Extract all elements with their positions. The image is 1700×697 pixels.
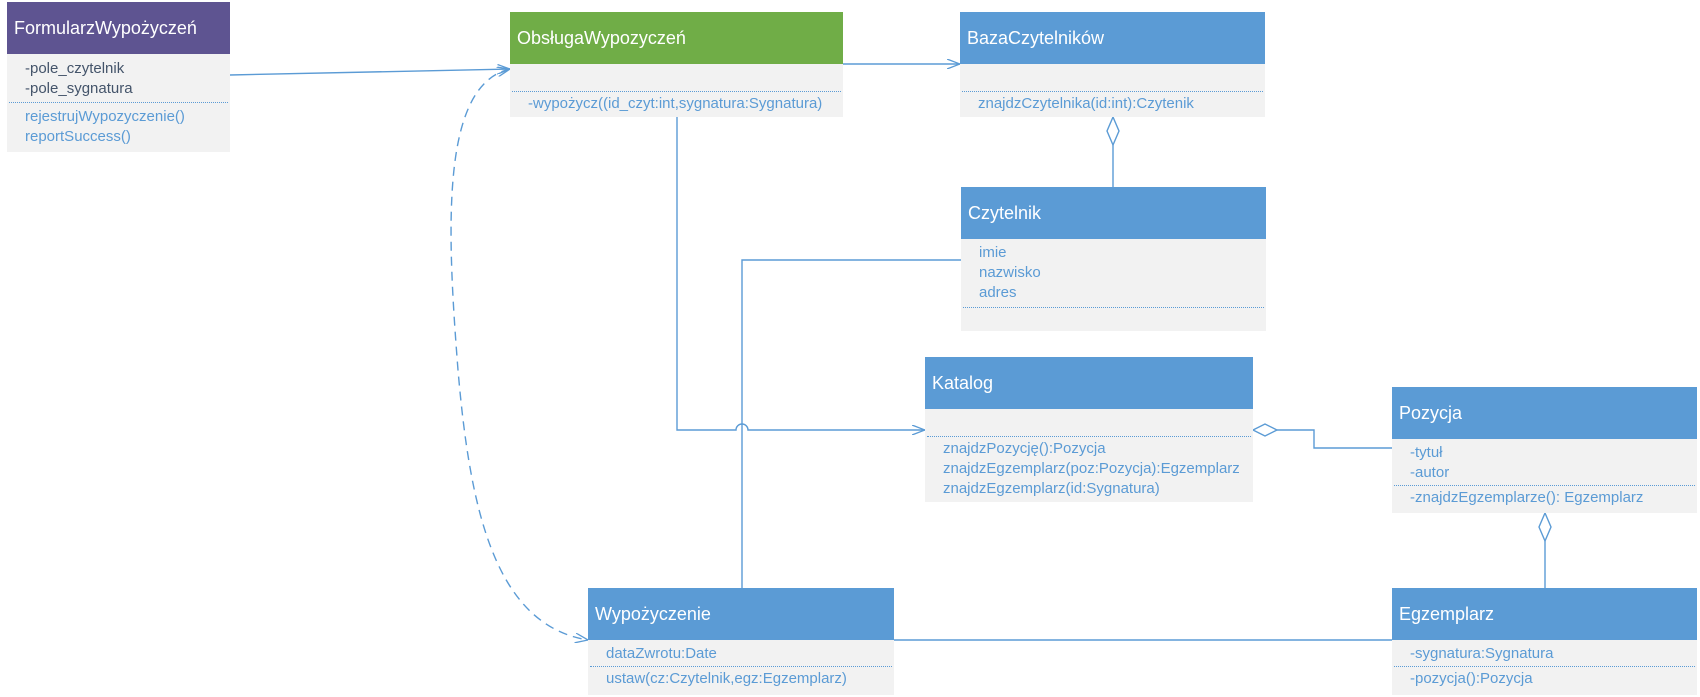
association-czytelnik-wypozyczenie bbox=[741, 259, 961, 588]
class-wypozyczenie[interactable]: Wypożyczenie dataZwrotu:Date ustaw(cz:Cz… bbox=[588, 588, 894, 695]
operation: znajdzEgzemplarz(id:Sygnatura) bbox=[943, 480, 1160, 497]
class-obsluga-header: ObsługaWypozyczeń bbox=[510, 12, 843, 64]
divider bbox=[1394, 485, 1695, 486]
divider bbox=[512, 91, 841, 92]
aggregation-diamond-katalog bbox=[1251, 423, 1279, 437]
divider bbox=[590, 666, 892, 667]
association-obsluga-katalog bbox=[676, 117, 925, 430]
class-pozycja-operations: -znajdzEgzemplarze(): Egzemplarz bbox=[1392, 486, 1697, 508]
attribute: -pole_sygnatura bbox=[25, 80, 133, 97]
class-katalog[interactable]: Katalog znajdzPozycję():Pozycja znajdzEg… bbox=[925, 357, 1253, 502]
operation: rejestrujWypozyczenie() bbox=[25, 108, 185, 125]
divider bbox=[1394, 666, 1695, 667]
class-formularz-operations: rejestrujWypozyczenie() reportSuccess() bbox=[7, 103, 230, 147]
class-pozycja-header: Pozycja bbox=[1392, 387, 1697, 439]
class-katalog-header: Katalog bbox=[925, 357, 1253, 409]
aggregation-diamond-baza bbox=[1106, 115, 1120, 147]
class-pozycja-attributes: -tytuł -autor bbox=[1392, 439, 1697, 485]
class-formularz-header: FormularzWypożyczeń bbox=[7, 2, 230, 54]
class-wypozyczenie-attributes: dataZwrotu:Date bbox=[588, 640, 894, 666]
aggregation-katalog-pozycja bbox=[1277, 429, 1392, 449]
attribute: imie bbox=[979, 244, 1007, 261]
attribute: adres bbox=[979, 284, 1017, 301]
class-katalog-operations: znajdzPozycję():Pozycja znajdzEgzemplarz… bbox=[925, 437, 1253, 499]
divider bbox=[9, 102, 228, 103]
attribute: -tytuł bbox=[1410, 444, 1443, 461]
operation: znajdzEgzemplarz(poz:Pozycja):Egzemplarz bbox=[943, 460, 1240, 477]
divider bbox=[927, 436, 1251, 437]
class-wypozyczenie-operations: ustaw(cz:Czytelnik,egz:Egzemplarz) bbox=[588, 667, 894, 689]
class-egzemplarz-operations: -pozycja():Pozycja bbox=[1392, 667, 1697, 689]
aggregation-diamond-pozycja bbox=[1538, 511, 1552, 543]
operation: -wypożycz((id_czyt:int,sygnatura:Sygnatu… bbox=[528, 95, 823, 112]
class-pozycja[interactable]: Pozycja -tytuł -autor -znajdzEgzemplarze… bbox=[1392, 387, 1697, 513]
attribute: -pole_czytelnik bbox=[25, 60, 125, 77]
attribute: nazwisko bbox=[979, 264, 1041, 281]
divider bbox=[963, 307, 1264, 308]
class-egzemplarz-header: Egzemplarz bbox=[1392, 588, 1697, 640]
operation: ustaw(cz:Czytelnik,egz:Egzemplarz) bbox=[606, 670, 847, 687]
class-obsluga-attributes bbox=[510, 64, 843, 91]
attribute: -autor bbox=[1410, 464, 1450, 481]
class-katalog-attributes bbox=[925, 409, 1253, 436]
class-czytelnik-header: Czytelnik bbox=[961, 187, 1266, 239]
class-formularz-attributes: -pole_czytelnik -pole_sygnatura bbox=[7, 54, 230, 102]
class-baza-attributes bbox=[960, 64, 1265, 91]
class-egzemplarz[interactable]: Egzemplarz -sygnatura:Sygnatura -pozycja… bbox=[1392, 588, 1697, 695]
attribute: dataZwrotu:Date bbox=[606, 645, 717, 662]
class-obsluga[interactable]: ObsługaWypozyczeń -wypożycz((id_czyt:int… bbox=[510, 12, 843, 117]
class-baza[interactable]: BazaCzytelników znajdzCzytelnika(id:int)… bbox=[960, 12, 1265, 117]
association-formularz-obsluga bbox=[229, 69, 510, 76]
class-obsluga-operations: -wypożycz((id_czyt:int,sygnatura:Sygnatu… bbox=[510, 92, 843, 114]
class-czytelnik-attributes: imie nazwisko adres bbox=[961, 239, 1266, 307]
class-egzemplarz-attributes: -sygnatura:Sygnatura bbox=[1392, 640, 1697, 666]
attribute: -sygnatura:Sygnatura bbox=[1410, 645, 1554, 662]
class-wypozyczenie-header: Wypożyczenie bbox=[588, 588, 894, 640]
operation: reportSuccess() bbox=[25, 128, 131, 145]
class-baza-header: BazaCzytelników bbox=[960, 12, 1265, 64]
divider bbox=[962, 91, 1263, 92]
class-baza-operations: znajdzCzytelnika(id:int):Czytenik bbox=[960, 92, 1265, 114]
dependency-obsluga-wypozyczenie bbox=[450, 69, 588, 640]
class-czytelnik[interactable]: Czytelnik imie nazwisko adres bbox=[961, 187, 1266, 331]
operation: -znajdzEgzemplarze(): Egzemplarz bbox=[1410, 489, 1644, 506]
operation: -pozycja():Pozycja bbox=[1410, 670, 1533, 687]
class-formularz[interactable]: FormularzWypożyczeń -pole_czytelnik -pol… bbox=[7, 2, 230, 152]
operation: znajdzPozycję():Pozycja bbox=[943, 440, 1106, 457]
operation: znajdzCzytelnika(id:int):Czytenik bbox=[978, 95, 1194, 112]
